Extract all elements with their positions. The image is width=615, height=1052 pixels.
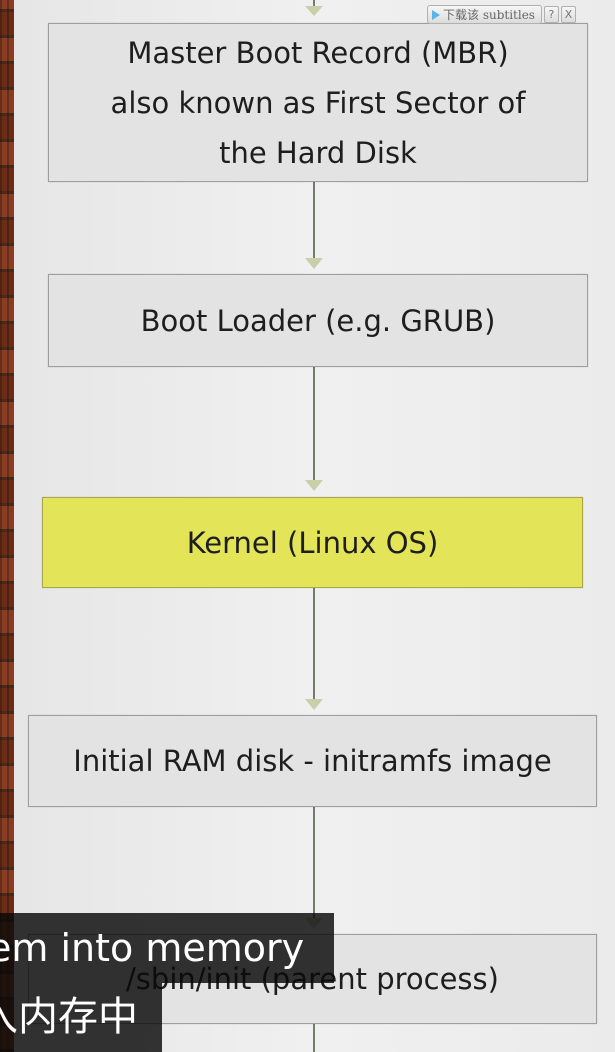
flow-box-bootloader-label: Boot Loader (e.g. GRUB) [140,303,496,338]
arrow-head-bootloader [305,258,323,269]
caption-line-chinese: 入内存中 [0,983,162,1052]
brick-wall-background [0,0,14,1052]
close-button[interactable]: X [560,6,576,23]
arrow-head-initramfs [305,699,323,710]
arrow-head-kernel [305,480,323,491]
flow-box-kernel: Kernel (Linux OS) [42,497,583,588]
subtitle-download-widget: 下载该 subtitles ? X [427,5,597,24]
flow-box-bootloader: Boot Loader (e.g. GRUB) [48,274,588,367]
download-subtitles-button[interactable]: 下载该 subtitles [427,5,542,24]
help-button[interactable]: ? [543,6,559,23]
flow-box-mbr: Master Boot Record (MBR) also known as F… [48,23,588,182]
flow-box-kernel-label: Kernel (Linux OS) [186,525,439,560]
arrow-head-top [305,6,323,16]
caption-line-english: em into memory [0,913,334,983]
flow-box-initramfs: Initial RAM disk - initramfs image [28,715,597,807]
flow-box-mbr-label: Master Boot Record (MBR) also known as F… [110,35,526,170]
play-icon [432,9,440,20]
download-subtitles-label: 下载该 subtitles [443,8,535,22]
flow-box-initramfs-label: Initial RAM disk - initramfs image [73,744,552,778]
